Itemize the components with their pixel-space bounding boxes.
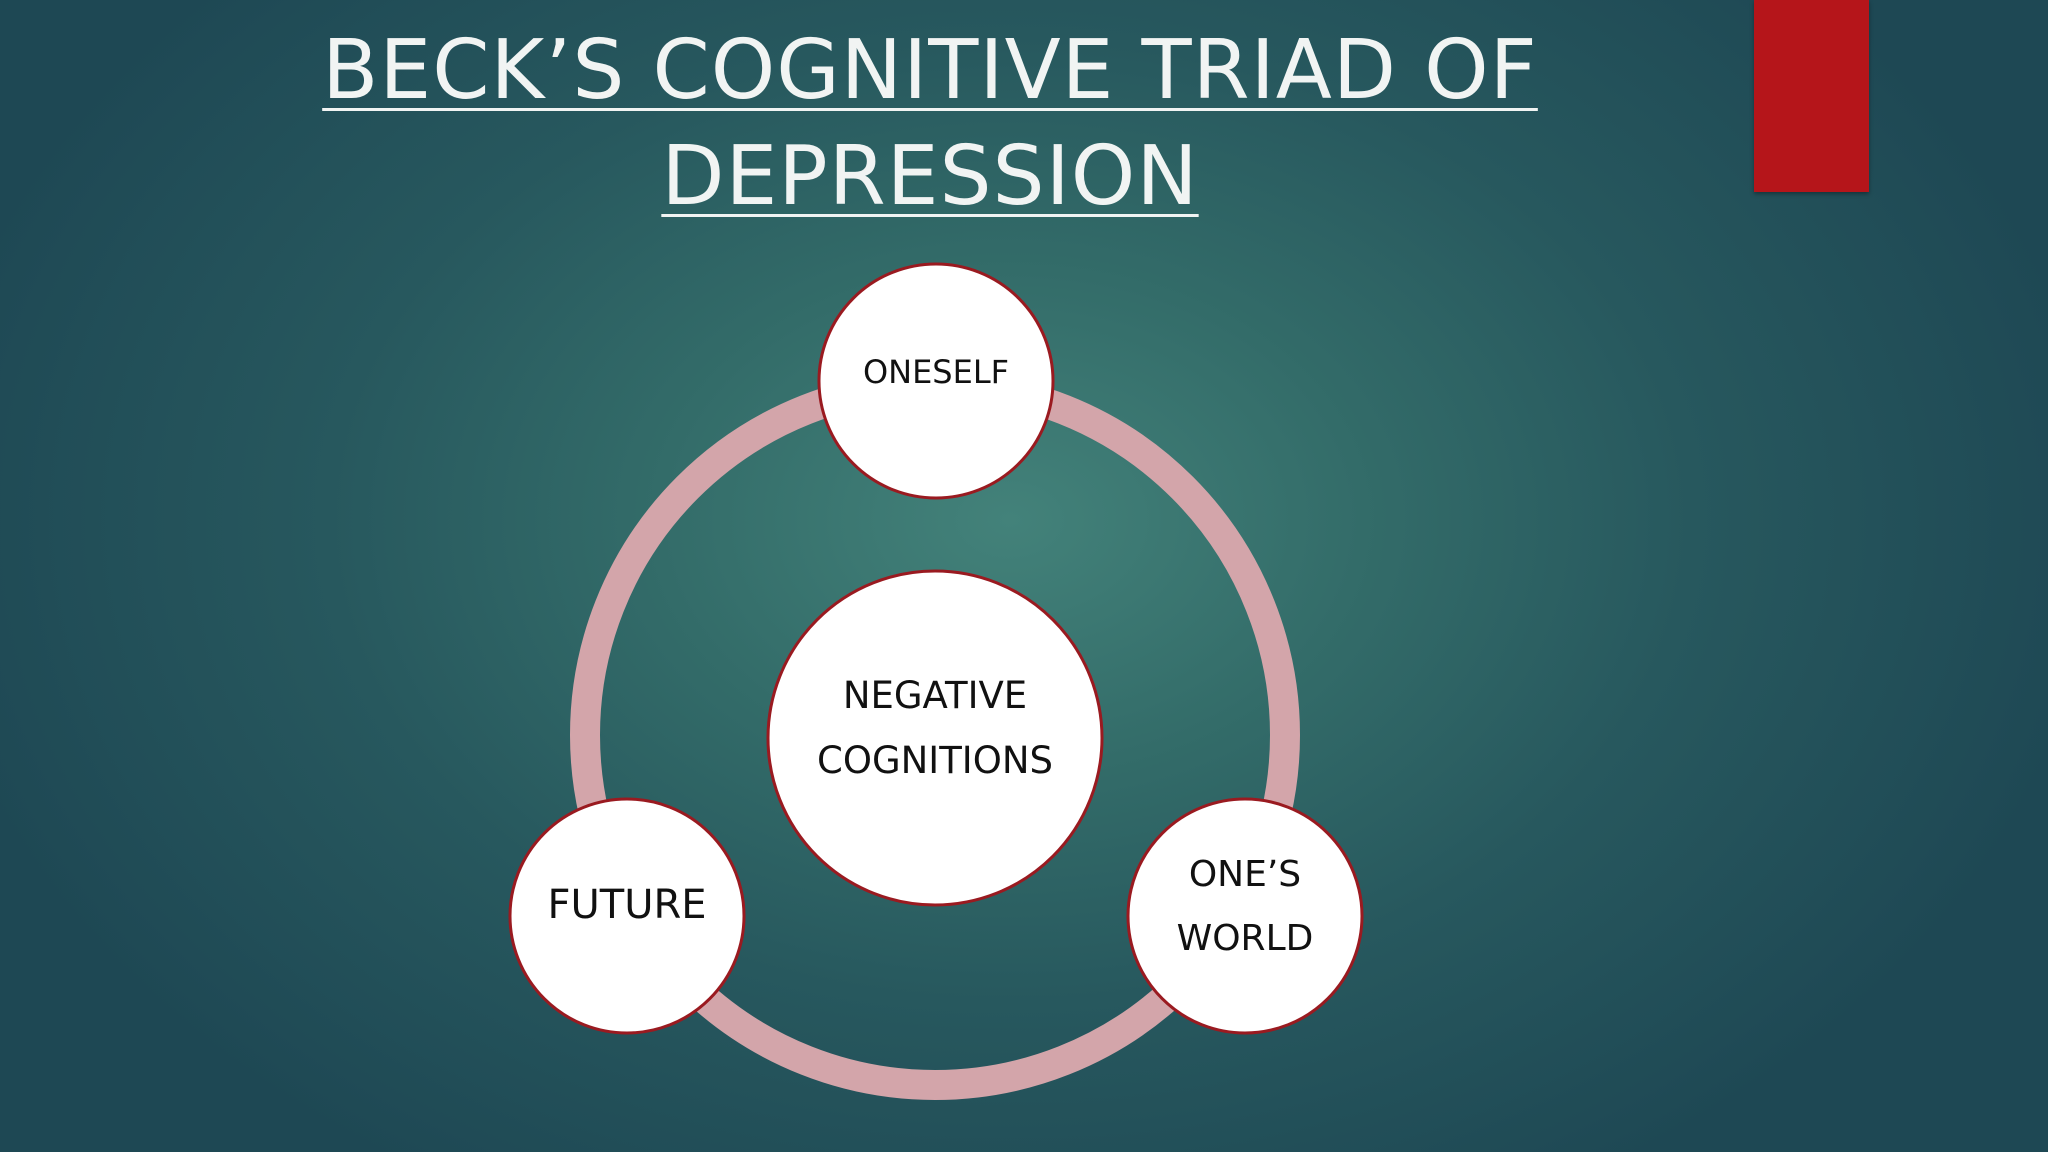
node-future-circle [508, 797, 746, 1035]
slide-title-line-1: BECK’S COGNITIVE TRIAD OF [322, 23, 1538, 118]
node-ones-world-label-1: ONE’S [1189, 854, 1301, 895]
node-negative-cognitions: NEGATIVE COGNITIONS [766, 569, 1104, 907]
node-ones-world-circle [1126, 797, 1364, 1035]
red-accent-bar [1754, 0, 1869, 192]
node-ones-world-label-2: WORLD [1177, 918, 1314, 959]
node-negative-cognitions-circle [766, 569, 1104, 907]
node-ones-world: ONE’S WORLD [1126, 797, 1364, 1035]
node-negative-cognitions-label-1: NEGATIVE [843, 674, 1027, 717]
node-future-label: FUTURE [547, 882, 706, 928]
node-oneself-circle [817, 262, 1055, 500]
node-oneself: ONESELF [817, 262, 1055, 500]
slide-title: BECK’S COGNITIVE TRIAD OF DEPRESSION [260, 18, 1600, 230]
node-oneself-label: ONESELF [863, 353, 1009, 391]
node-future: FUTURE [508, 797, 746, 1035]
node-negative-cognitions-label-2: COGNITIONS [817, 739, 1053, 782]
slide-title-line-2: DEPRESSION [661, 129, 1199, 224]
